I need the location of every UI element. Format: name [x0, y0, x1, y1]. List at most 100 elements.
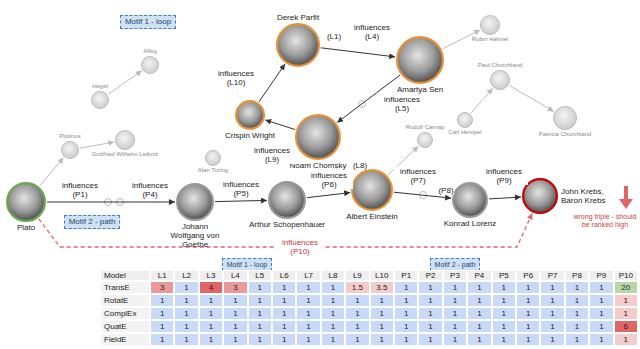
table-cell: 1 — [248, 281, 272, 294]
table-cell: 1 — [370, 333, 394, 346]
table-cell: 1 — [589, 294, 613, 307]
annotation: (L8) — [353, 161, 367, 170]
table-cell: 1 — [248, 320, 272, 333]
table-cell: 1 — [174, 307, 198, 320]
table-cell: L7 — [296, 270, 320, 281]
table-cell: 1 — [443, 320, 467, 333]
motif-title: Motif 1 - loop — [125, 17, 171, 27]
portrait-circle — [523, 179, 557, 213]
table-cell: ComplEx — [100, 307, 150, 320]
table-cell: 1 — [418, 307, 442, 320]
portrait-frame — [176, 183, 214, 221]
influence-arrow — [47, 202, 175, 203]
portrait-circle — [116, 131, 135, 150]
table-cell: 1 — [492, 307, 516, 320]
portrait-frame — [115, 130, 135, 150]
table-cell: P2 — [418, 270, 442, 281]
table-cell: 1 — [174, 333, 198, 346]
table-cell: 1 — [540, 333, 564, 346]
portrait-circle — [352, 170, 392, 210]
table-cell: 1 — [516, 294, 540, 307]
table-cell: FieldE — [100, 333, 150, 346]
edge-label: influences (L5) — [378, 95, 426, 113]
table-cell: P7 — [540, 270, 564, 281]
portrait-circle — [206, 151, 221, 166]
table-cell: P4 — [467, 270, 491, 281]
table-cell: 1 — [614, 333, 638, 346]
table-cell: L9 — [345, 270, 369, 281]
person-name: Amartya Sen — [390, 85, 450, 94]
table-cell: 1 — [345, 294, 369, 307]
motif-box: Motif 2 - path — [64, 215, 121, 229]
table-cell: 1 — [565, 294, 589, 307]
portrait-circle — [269, 182, 305, 218]
annotation: influences (P4) — [127, 181, 173, 199]
portrait-frame — [91, 91, 109, 109]
person-node: Gottfried Wilhelm Leibniz — [115, 130, 135, 150]
table-cell: 1 — [394, 320, 418, 333]
table-cell: 1 — [223, 294, 247, 307]
table-cell: 1 — [565, 281, 589, 294]
person-name: John Krebs, Baron Krebs — [561, 187, 611, 205]
table-cell: L3 — [199, 270, 223, 281]
influence-arrow — [108, 71, 142, 95]
portrait-circle — [142, 57, 159, 74]
table-cell: 1 — [394, 333, 418, 346]
table-cell: 1 — [174, 281, 198, 294]
portrait-frame — [396, 36, 444, 84]
portrait-circle — [418, 133, 433, 148]
table-cell: QuatE — [100, 320, 150, 333]
person-name: Rudolf Carnap — [400, 124, 450, 131]
table-cell: 1 — [370, 307, 394, 320]
edge-label: influences (P7) — [394, 167, 442, 185]
table-cell: 1 — [443, 333, 467, 346]
table-cell: 1 — [345, 320, 369, 333]
table-cell: P1 — [394, 270, 418, 281]
table-cell: P8 — [565, 270, 589, 281]
motif-title: Motif 1 - loop — [227, 260, 267, 269]
influence-arrow — [265, 120, 295, 130]
person-name: Noam Chomsky — [288, 161, 348, 170]
table-cell: 1 — [296, 307, 320, 320]
influence-arrow — [321, 48, 395, 57]
table-cell: 6 — [614, 320, 638, 333]
annotation: (L1) — [327, 32, 341, 41]
table-cell: 1 — [345, 333, 369, 346]
table-cell: 1 — [321, 333, 345, 346]
person-node: Noam Chomsky — [295, 114, 341, 160]
person-name: Plato — [11, 223, 41, 232]
influence-arrow — [215, 200, 267, 201]
table-cell: L4 — [223, 270, 247, 281]
person-name: Johann Wolfgang von Goethe — [164, 222, 226, 249]
influence-arrow — [80, 142, 114, 148]
table-cell: 3.5 — [370, 281, 394, 294]
table-cell: P9 — [589, 270, 613, 281]
influence-arrow — [307, 193, 350, 198]
person-name: Patricia Churchland — [534, 131, 596, 138]
warning-arrow-head — [619, 199, 633, 209]
table-cell: P3 — [443, 270, 467, 281]
motif-title: Motif 2 - path — [69, 217, 116, 227]
motif-box: Motif 2 - path — [430, 258, 481, 271]
table-cell: P6 — [516, 270, 540, 281]
portrait-circle — [554, 107, 577, 130]
table-cell: Model — [100, 270, 150, 281]
portrait-frame — [235, 100, 265, 130]
person-name: Arthur Schopenhauer — [245, 220, 329, 229]
portrait-circle — [296, 115, 340, 159]
table-cell: 1 — [540, 307, 564, 320]
table-cell: 1 — [467, 281, 491, 294]
person-node: Konrad Lorenz — [452, 182, 488, 218]
table-cell: 1 — [296, 294, 320, 307]
person-name: Derek Parfit — [268, 13, 328, 22]
table-cell: 1 — [418, 294, 442, 307]
portrait-circle — [62, 142, 79, 159]
table-cell: 1 — [565, 333, 589, 346]
table-cell: 1 — [589, 281, 613, 294]
person-node: Patricia Churchland — [553, 106, 577, 130]
table-cell: L8 — [321, 270, 345, 281]
table-cell: RotatE — [100, 294, 150, 307]
portrait-frame — [553, 106, 577, 130]
table-cell: 1 — [565, 307, 589, 320]
